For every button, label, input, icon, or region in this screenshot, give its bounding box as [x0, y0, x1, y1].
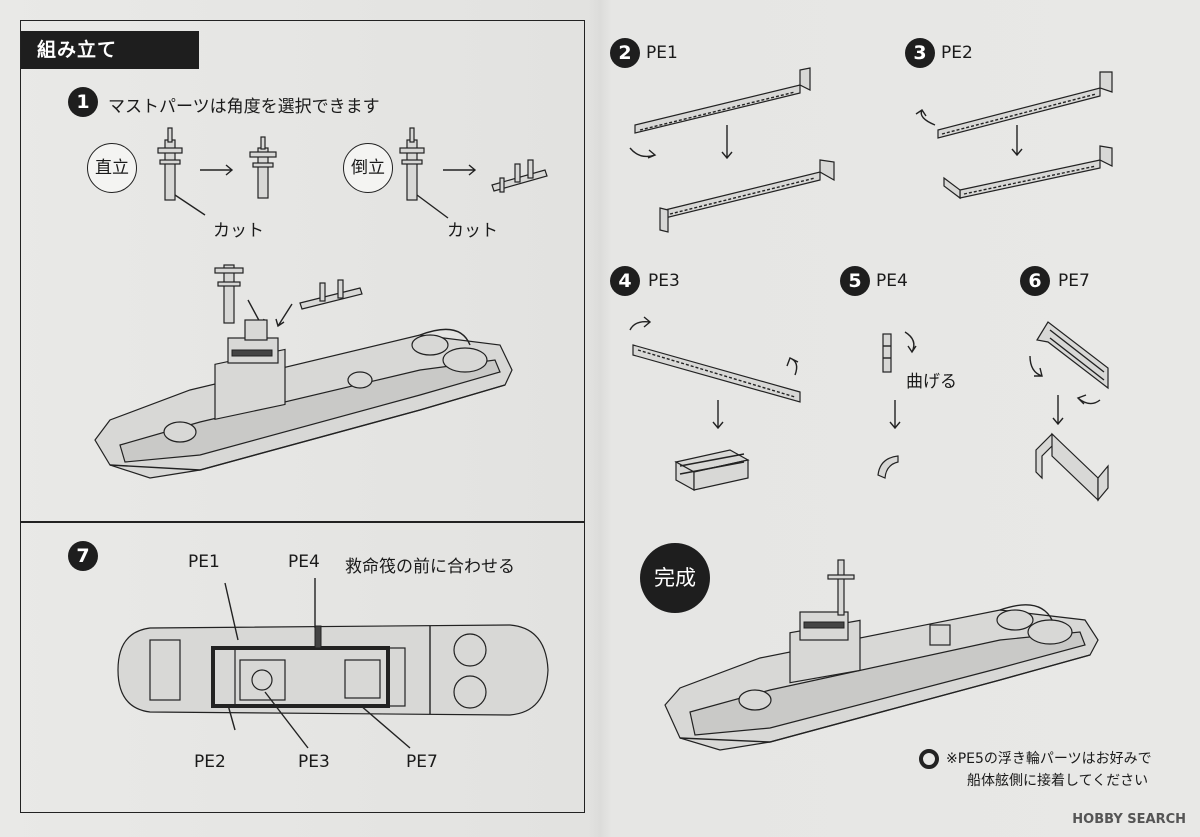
mast-part-inverted-cut: [491, 159, 548, 193]
watermark: HOBBY SEARCH: [1072, 812, 1186, 827]
complete-note-2: 船体舷側に接着してください: [967, 773, 1149, 789]
cut-label-1: カット: [213, 221, 264, 241]
cut-label-2: カット: [447, 221, 498, 241]
lifebuoy-icon: [919, 749, 939, 769]
panel-step7: [20, 521, 585, 813]
step4-label: PE3: [648, 271, 680, 291]
pe3-rail-after: [674, 449, 750, 492]
arrow-down-pe4: [889, 400, 901, 430]
pe1-rail-before: [629, 67, 811, 159]
pe2-rail-before: [915, 71, 1113, 139]
pe1-rail-after: [659, 159, 835, 233]
step5-number: 5: [840, 266, 870, 296]
arrow-down-pe2: [1011, 125, 1023, 157]
pe4-part: [882, 331, 917, 373]
step1-text: マストパーツは角度を選択できます: [108, 97, 380, 117]
pe7-part-after: [1035, 432, 1109, 502]
step7-number: 7: [68, 541, 98, 571]
step2-label: PE1: [646, 43, 678, 63]
section-header: 組み立て: [21, 31, 199, 69]
step7-pe2: PE2: [194, 752, 226, 772]
arrow-down-pe3: [712, 400, 724, 430]
finished-ship: [664, 559, 1099, 751]
arrow-right-2: [443, 164, 477, 176]
mast-part-upright-cut: [249, 136, 277, 199]
pe2-rail-after: [943, 145, 1113, 200]
step1-number: 1: [68, 87, 98, 117]
panel-step1: [20, 20, 585, 523]
step4-number: 4: [610, 266, 640, 296]
step3-label: PE2: [941, 43, 973, 63]
ship-plan-view: [117, 578, 549, 749]
tug-ship-step1: [94, 319, 513, 479]
complete-note-1: ※PE5の浮き輪パーツはお好みで: [946, 751, 1152, 767]
step7-pe4: PE4: [288, 552, 320, 572]
complete-badge: 完成: [640, 543, 710, 613]
step7-note: 救命筏の前に合わせる: [345, 557, 515, 577]
mast-part-upright: [157, 127, 206, 216]
step5-label: PE4: [876, 271, 908, 291]
mast-parts-drop: [214, 264, 363, 328]
step7-pe3: PE3: [298, 752, 330, 772]
step5-note: 曲げる: [906, 372, 957, 392]
step6-number: 6: [1020, 266, 1050, 296]
mast-part-inverted: [399, 127, 449, 219]
step3-number: 3: [905, 38, 935, 68]
pe7-part-before: [1029, 321, 1109, 405]
arrow-down-pe1: [721, 125, 733, 160]
step7-pe7: PE7: [406, 752, 438, 772]
inverted-badge: 倒立: [343, 143, 393, 193]
arrow-right-1: [200, 164, 234, 176]
pe4-bent: [877, 455, 899, 479]
upright-badge: 直立: [87, 143, 137, 193]
step6-label: PE7: [1058, 271, 1090, 291]
step2-number: 2: [610, 38, 640, 68]
arrow-down-pe7: [1052, 395, 1064, 426]
pe3-rail-before: [629, 316, 801, 403]
step7-pe1: PE1: [188, 552, 220, 572]
